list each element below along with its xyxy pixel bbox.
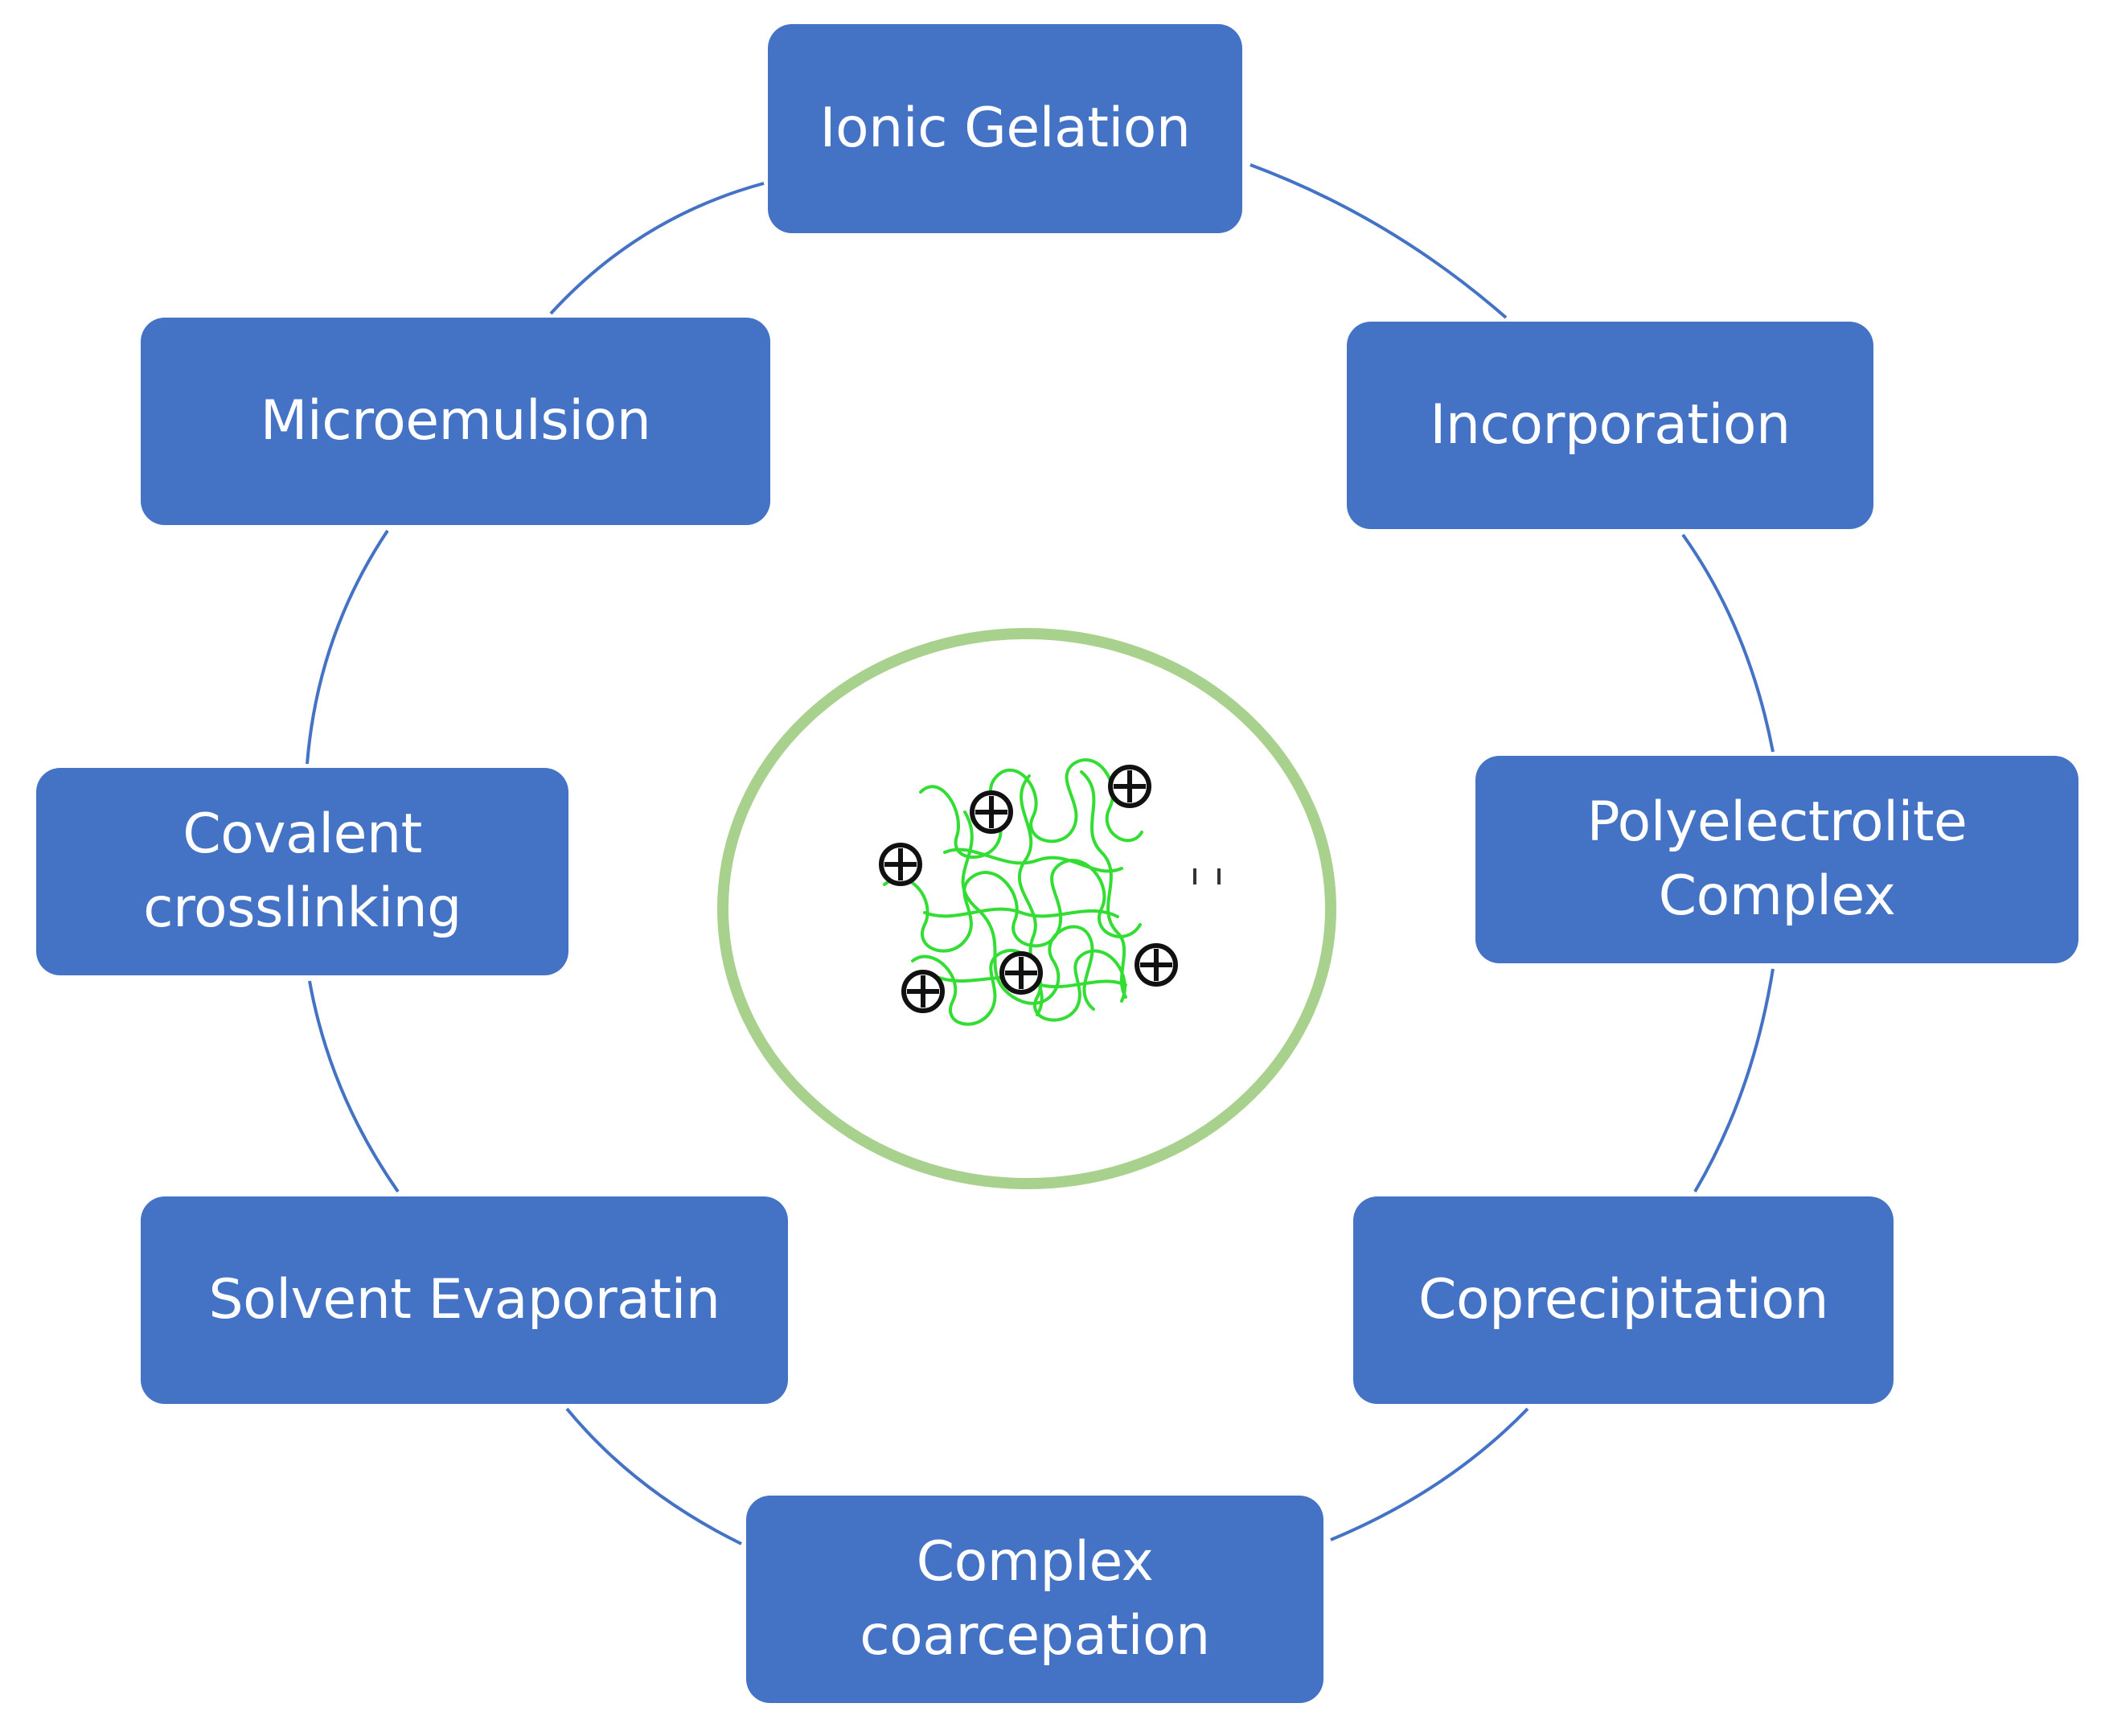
connector-coprecipitation-to-complex — [1330, 1407, 1529, 1541]
positive-charge-icon — [901, 970, 945, 1013]
method-label-incorporation: Incorporation — [1430, 392, 1791, 457]
method-label-complex-coarcepation: Complex coarcepation — [860, 1529, 1210, 1668]
method-label-coprecipitation: Coprecipitation — [1418, 1267, 1828, 1332]
connector-covalent-to-microemulsion — [306, 529, 389, 765]
method-box-coprecipitation: Coprecipitation — [1353, 1196, 1894, 1404]
positive-charge-icon — [1108, 765, 1151, 808]
method-box-polyelectrolite-complex: Polyelectrolite Complex — [1475, 756, 2078, 963]
minus-marks — [1193, 868, 1221, 884]
method-box-covalent-crosslinking: Covalent crosslinking — [36, 768, 568, 975]
method-label-polyelectrolite-complex: Polyelectrolite Complex — [1586, 790, 1968, 928]
connector-ionic-to-incorporation — [1249, 163, 1508, 319]
positive-charges — [879, 765, 1178, 1013]
method-box-microemulsion: Microemulsion — [141, 318, 770, 525]
method-label-solvent-evaporatin: Solvent Evaporatin — [208, 1267, 720, 1332]
connector-solvent-to-covalent — [308, 980, 400, 1193]
nanoparticle-icon — [717, 628, 1336, 1189]
positive-charge-icon — [879, 843, 922, 886]
method-label-microemulsion: Microemulsion — [260, 388, 651, 453]
positive-charge-icon — [970, 790, 1013, 834]
nanoparticle-ring — [717, 628, 1336, 1189]
method-box-solvent-evaporatin: Solvent Evaporatin — [141, 1196, 788, 1404]
cycle-connectors — [306, 163, 1775, 1545]
method-box-ionic-gelation: Ionic Gelation — [768, 24, 1242, 233]
connector-microemulsion-to-ionic — [549, 182, 765, 315]
method-label-covalent-crosslinking: Covalent crosslinking — [143, 802, 462, 940]
connector-polyelectrolite-to-coprecipitation — [1693, 968, 1775, 1193]
connector-complex-to-solvent — [565, 1407, 742, 1545]
method-box-incorporation: Incorporation — [1347, 322, 1873, 529]
method-box-complex-coarcepation: Complex coarcepation — [746, 1496, 1323, 1703]
positive-charge-icon — [1135, 943, 1178, 987]
positive-charge-icon — [999, 951, 1043, 995]
method-label-ionic-gelation: Ionic Gelation — [819, 96, 1192, 160]
connector-incorporation-to-polyelectrolite — [1681, 533, 1775, 753]
